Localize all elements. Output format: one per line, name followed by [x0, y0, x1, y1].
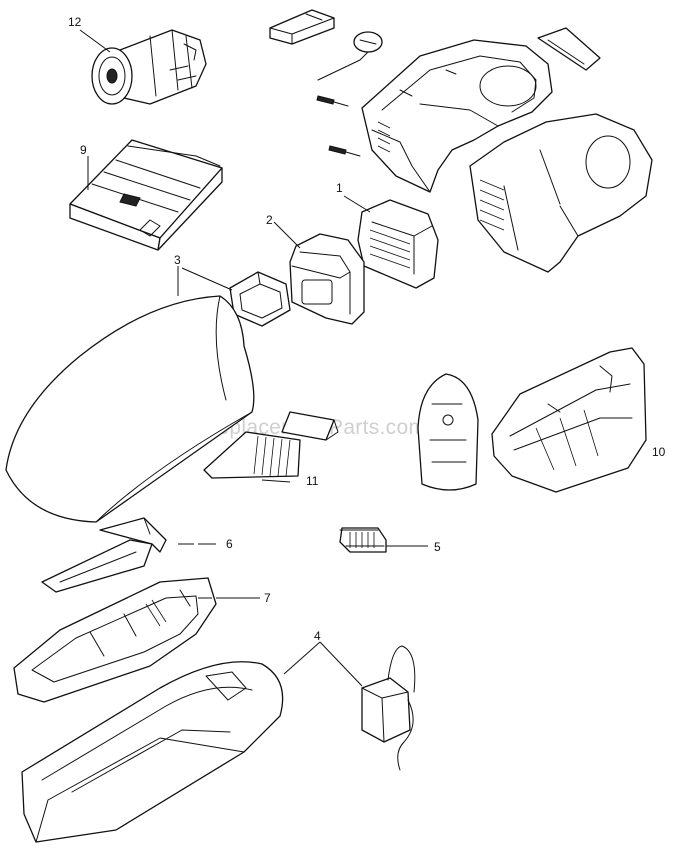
- charging-base: [21, 661, 284, 843]
- housing-left-half: [361, 39, 553, 193]
- callout-10: 10: [652, 445, 666, 459]
- part-12-motor-assembly: [91, 29, 207, 105]
- callout-6: 6: [226, 537, 233, 551]
- part-10-base-housing: [491, 347, 647, 493]
- screws: [316, 95, 361, 157]
- callout-5: 5: [434, 540, 441, 554]
- callout-3: 3: [174, 253, 181, 267]
- callout-12: 12: [68, 15, 82, 29]
- switch-button-part: [269, 9, 335, 45]
- part-9-battery-pack: [69, 139, 223, 251]
- switch-actuator-part: [317, 31, 383, 81]
- callout-11: 11: [306, 474, 319, 488]
- callout-labels: 12 9 1 2 3 10 11 5 6 7 4: [68, 15, 666, 643]
- part-4-charger: [361, 645, 416, 771]
- part-1-filter-housing: [357, 199, 439, 289]
- callout-7: 7: [264, 591, 271, 605]
- part-3-filter-frame: [229, 271, 291, 327]
- part-2-dust-filter: [289, 233, 365, 325]
- part-11-crevice-tool: [203, 411, 339, 479]
- part-6-upholstery-tool: [41, 517, 167, 593]
- housing-right-half: [469, 113, 653, 273]
- callout-4: 4: [314, 629, 321, 643]
- bowl-latch-plate: [417, 373, 479, 491]
- callout-1: 1: [336, 181, 343, 195]
- part-7-base-plate: [13, 577, 217, 703]
- latch-part: [537, 27, 601, 71]
- callout-2: 2: [266, 213, 273, 227]
- part-5-switch: [339, 527, 387, 553]
- leader-lines: [79, 29, 428, 687]
- callout-9: 9: [80, 143, 87, 157]
- dirt-bowl: [5, 295, 255, 523]
